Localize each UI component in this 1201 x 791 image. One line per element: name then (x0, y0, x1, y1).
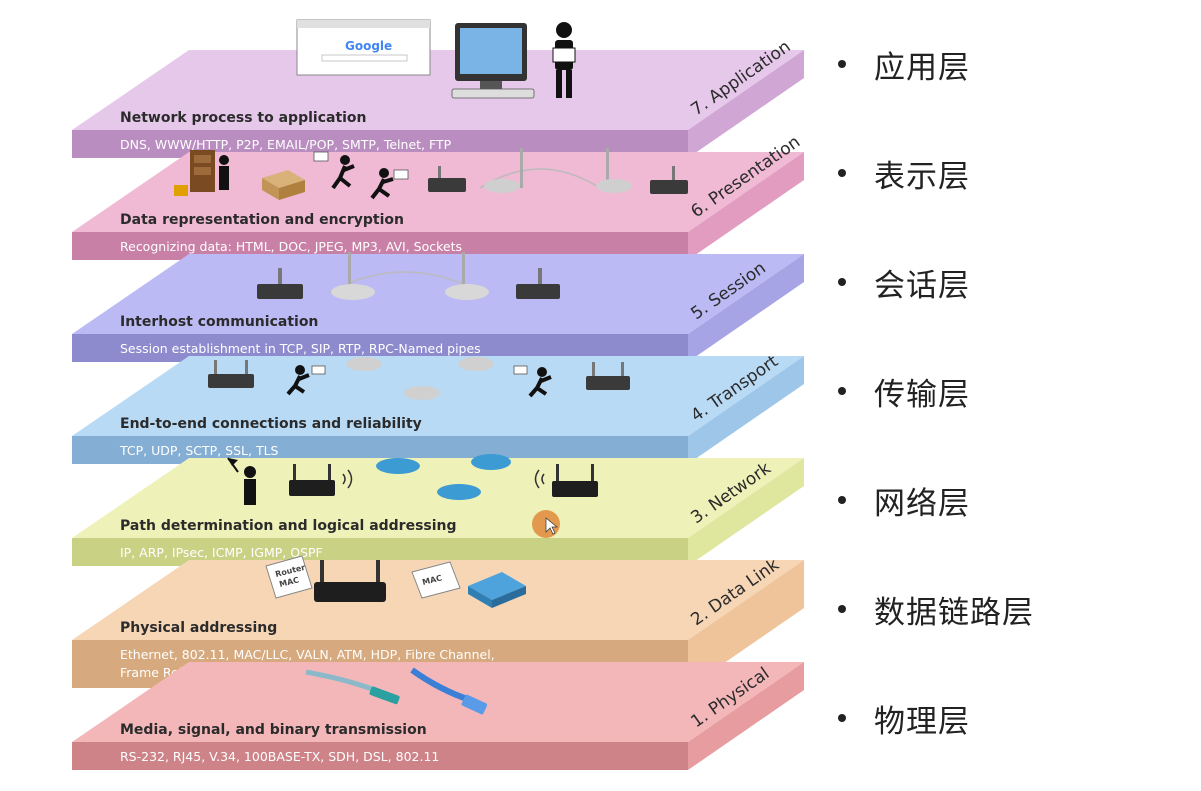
person-with-envelope-icon (552, 22, 576, 98)
file-cabinet-person-icon (174, 150, 229, 196)
bullet-dot (838, 496, 846, 504)
layer-top-face (72, 254, 804, 334)
router-disc-icon (346, 357, 494, 400)
layer-top-face (72, 50, 804, 130)
layer-protocols: TCP, UDP, SCTP, SSL, TLS (119, 443, 279, 458)
wireless-router-icon (650, 166, 688, 194)
network-switch-icon (468, 572, 526, 608)
open-box-icon (262, 170, 305, 200)
wireless-router-icon (257, 268, 303, 299)
bullet-dot (838, 60, 846, 68)
layer-description: Media, signal, and binary transmission (120, 722, 427, 738)
bullet-dot (838, 605, 846, 613)
data-link-illustration: Router MAC MAC (265, 555, 526, 608)
layer-top-face (72, 662, 804, 742)
session-illustration (257, 252, 560, 300)
chinese-layer-item: 物理层 (830, 688, 970, 748)
presentation-illustration (174, 148, 688, 200)
chinese-layer-name: 会话层 (874, 267, 970, 304)
chinese-layer-name: 应用层 (874, 49, 970, 86)
router-mac-tag-icon: Router MAC (265, 555, 313, 599)
network-bridge-icon (479, 148, 632, 193)
chinese-layer-name-list: 应用层表示层会话层传输层网络层数据链路层物理层 (830, 0, 1190, 791)
running-courier-icon (313, 151, 355, 190)
application-illustration: Google (296, 19, 576, 99)
layer-side-face (688, 254, 804, 362)
layer-description: End-to-end connections and reliability (120, 416, 422, 432)
desktop-computer-icon (451, 23, 535, 99)
wireless-router-icon (208, 360, 254, 388)
bullet-dot (838, 278, 846, 286)
router-disc-icon (376, 454, 511, 500)
layer-protocols: Ethernet, 802.11, MAC/LLC, VALN, ATM, HD… (120, 647, 495, 662)
transport-illustration (208, 357, 630, 400)
running-courier-icon (370, 168, 409, 200)
layer-front-face (72, 742, 688, 770)
network-illustration (227, 454, 598, 538)
layer-side-face (688, 458, 804, 566)
osi-layer: End-to-end connections and reliabilityTC… (72, 351, 804, 464)
layer-protocols: Session establishment in TCP, SIP, RTP, … (120, 341, 481, 356)
bullet-dot (838, 169, 846, 177)
layer-top-face (72, 458, 804, 538)
chinese-layer-item: 网络层 (830, 470, 970, 530)
osi-layer: Path determination and logical addressin… (72, 458, 804, 566)
layer-side-face (688, 662, 804, 770)
wireless-router-icon (428, 166, 466, 192)
chinese-layer-item: 表示层 (830, 143, 970, 203)
layer-side-face (688, 560, 804, 688)
bullet-dot (838, 387, 846, 395)
mac-tag-icon: MAC (411, 561, 461, 599)
chinese-layer-name: 数据链路层 (874, 594, 1034, 631)
wireless-router-icon (289, 464, 353, 496)
chinese-layer-name: 物理层 (874, 703, 970, 740)
wireless-router-icon (516, 268, 560, 299)
chinese-layer-item: 应用层 (830, 34, 970, 94)
layer-description: Path determination and logical addressin… (120, 518, 457, 534)
layer-side-face (688, 152, 804, 260)
wireless-router-icon (314, 560, 386, 602)
layer-protocols: Recognizing data: HTML, DOC, JPEG, MP3, … (120, 239, 462, 254)
chinese-layer-item: 会话层 (830, 252, 970, 312)
running-courier-icon (286, 365, 326, 396)
running-courier-icon (513, 365, 552, 398)
physical-illustration (305, 667, 488, 715)
cursor-highlight-icon (532, 510, 560, 538)
layer-protocols: DNS, WWW/HTTP, P2P, EMAIL/POP, SMTP, Tel… (120, 137, 452, 152)
layer-description: Physical addressing (120, 620, 277, 636)
wireless-router-icon (586, 362, 630, 390)
ethernet-cable-icon (410, 667, 488, 715)
person-with-flag-icon (227, 457, 256, 505)
layer-side-face (688, 50, 804, 158)
layer-protocols: RS-232, RJ45, V.34, 100BASE-TX, SDH, DSL… (120, 749, 439, 764)
layer-top-face (72, 560, 804, 640)
layer-description: Interhost communication (120, 314, 318, 330)
layer-description: Network process to application (120, 110, 367, 126)
chinese-layer-item: 数据链路层 (830, 579, 1034, 639)
chinese-layer-name: 传输层 (874, 376, 970, 413)
osi-layer: Media, signal, and binary transmissionRS… (72, 662, 804, 770)
svg-text:Google: Google (345, 39, 392, 53)
network-bridge-icon (329, 252, 489, 300)
wireless-router-icon (534, 464, 598, 497)
browser-window-icon: Google (296, 19, 431, 76)
layer-protocols: IP, ARP, IPsec, ICMP, IGMP, OSPF (120, 545, 323, 560)
layer-side-face (688, 356, 804, 464)
chinese-layer-item: 传输层 (830, 361, 970, 421)
fiber-cable-icon (305, 669, 400, 705)
chinese-layer-name: 网络层 (874, 485, 970, 522)
chinese-layer-name: 表示层 (874, 158, 970, 195)
layer-description: Data representation and encryption (120, 212, 404, 228)
bullet-dot (838, 714, 846, 722)
